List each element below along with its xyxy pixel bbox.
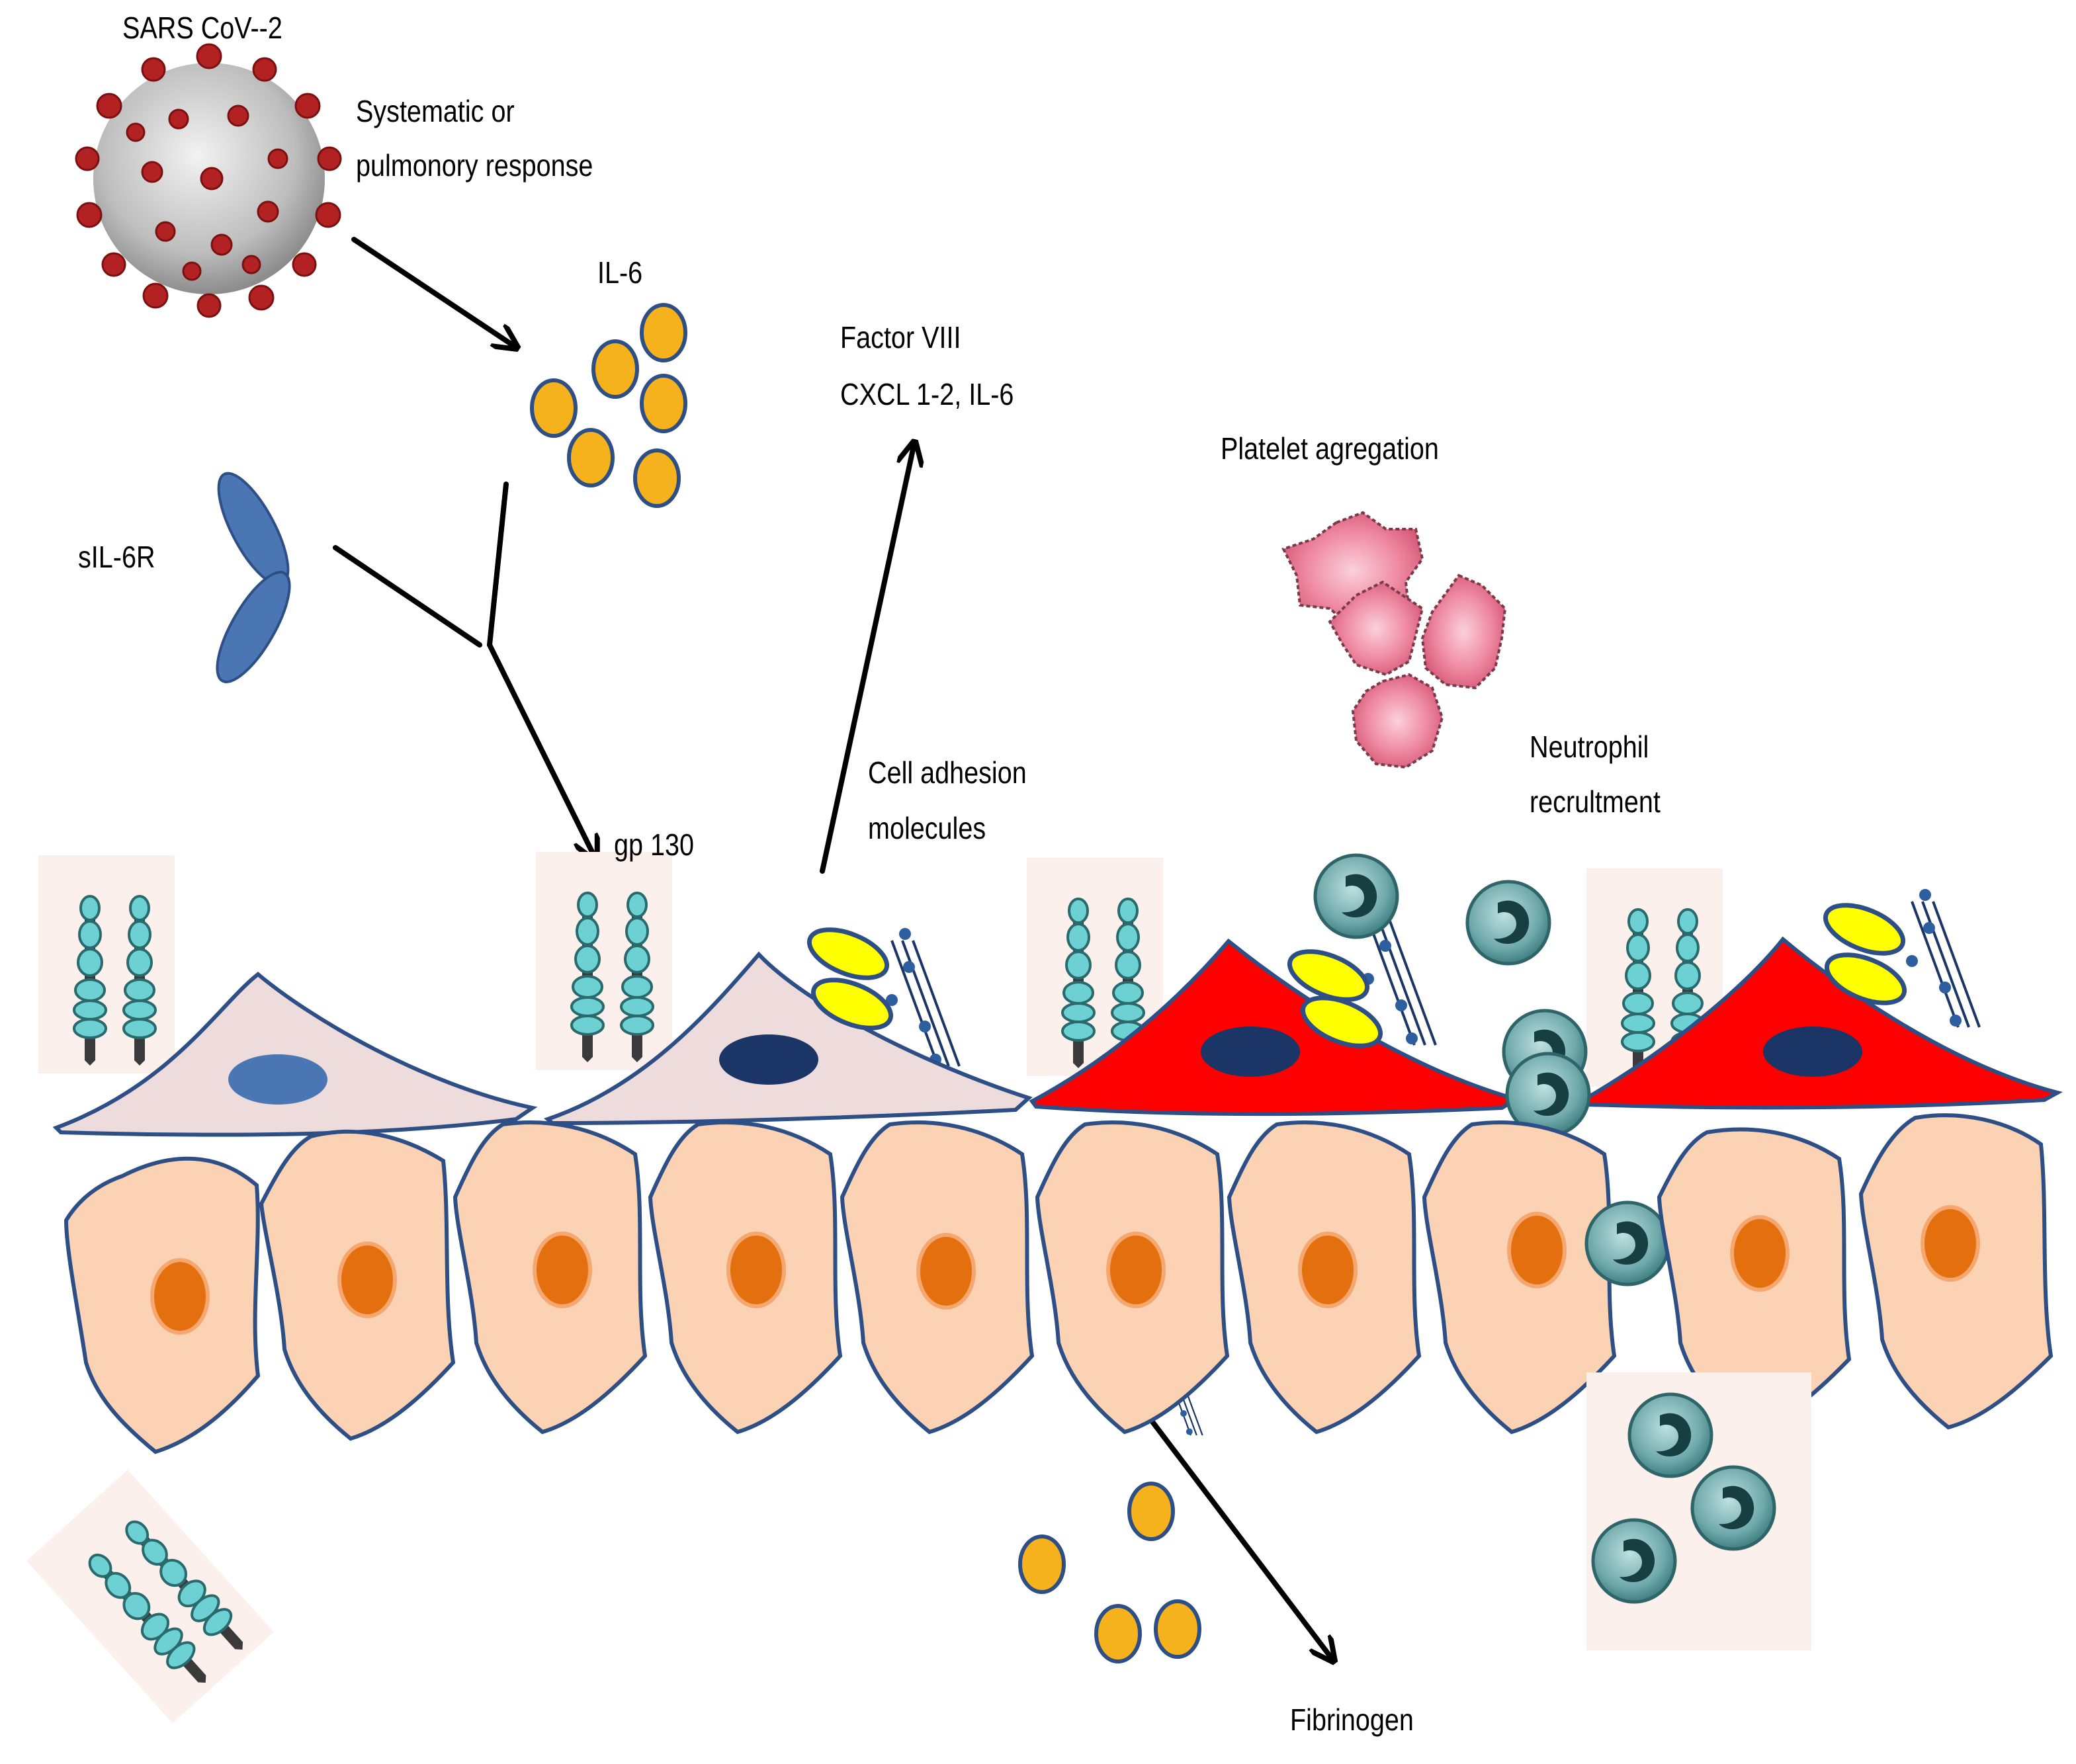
il6-particle xyxy=(1018,1534,1066,1594)
epithelial-nucleus xyxy=(337,1241,397,1318)
label-response-line1: Systematic or xyxy=(356,94,515,128)
epithelial-nucleus xyxy=(150,1258,210,1335)
il6-particle xyxy=(567,428,615,487)
neutrophil xyxy=(1586,1202,1668,1284)
adhesion-molecule-oval xyxy=(1823,903,1906,956)
epithelial-nucleus xyxy=(916,1233,976,1310)
adhesion-molecule-icon xyxy=(1905,888,1981,1029)
label-il6: IL-6 xyxy=(597,255,643,290)
sars-cov-2-virus-icon xyxy=(75,43,342,318)
label-factor-viii: Factor VIII xyxy=(840,320,961,355)
gp130-receptor-icon xyxy=(25,1468,275,1725)
epithelial-nucleus xyxy=(1507,1212,1567,1288)
platelet xyxy=(1351,673,1444,769)
sil6r-receptor-icon xyxy=(216,472,291,683)
label-recruitment: recrultment xyxy=(1530,784,1661,819)
label-sil6r: sIL-6R xyxy=(78,540,155,574)
il6-particle xyxy=(633,448,681,508)
neutrophil xyxy=(1692,1467,1774,1549)
epithelial-nucleus xyxy=(1298,1232,1358,1308)
neutrophil xyxy=(1315,855,1397,937)
arrow-to-factor-viii xyxy=(820,443,914,874)
label-platelet-aggregation: Platelet agregation xyxy=(1221,431,1439,466)
epithelial-nucleus xyxy=(1106,1232,1166,1308)
endothelial-cell-activated xyxy=(1029,938,1522,1116)
platelet xyxy=(1420,573,1507,690)
il6-particle xyxy=(640,374,687,433)
platelet xyxy=(1328,580,1424,677)
epithelial-nucleus xyxy=(726,1232,786,1308)
label-cxcl-il6: CXCL 1-2, IL-6 xyxy=(840,377,1014,411)
epithelial-nucleus xyxy=(1730,1215,1790,1292)
il6-cluster xyxy=(530,303,687,508)
arrow-junction-to-gp130 xyxy=(487,642,595,859)
arrow-virus-to-il6 xyxy=(351,237,516,347)
endothelial-cell-resting xyxy=(544,951,1033,1126)
adhesion-molecule-oval xyxy=(810,978,894,1030)
platelet-aggregate xyxy=(1281,511,1507,769)
endothelial-cell-resting xyxy=(52,972,538,1137)
il6-particle xyxy=(640,303,687,362)
gp130-receptor-icon xyxy=(535,851,673,1071)
neutrophil xyxy=(1629,1394,1711,1476)
il6-particle xyxy=(591,339,639,399)
il6-particle xyxy=(1154,1599,1201,1659)
neutrophil xyxy=(1467,882,1549,964)
label-sars-cov-2: SARS CoV--2 xyxy=(122,11,282,45)
epithelial-nucleus xyxy=(533,1232,592,1308)
label-neutrophil: Neutrophil xyxy=(1530,730,1649,764)
label-response-line2: pulmonory response xyxy=(356,148,593,183)
label-cell-adhesion: Cell adhesion xyxy=(868,755,1027,790)
gp130-receptor-icon xyxy=(37,854,176,1075)
epithelial-nucleus xyxy=(1921,1205,1980,1282)
arrow-to-fibrinogen xyxy=(1148,1417,1333,1660)
line-il6-to-junction xyxy=(487,482,509,648)
neutrophil xyxy=(1593,1520,1675,1602)
label-gp130: gp 130 xyxy=(614,827,695,862)
line-sil6r-to-junction xyxy=(333,545,482,648)
il6-particle xyxy=(530,378,578,438)
adhesion-molecule-oval xyxy=(1300,995,1383,1048)
il6-particle xyxy=(1094,1604,1142,1663)
adhesion-molecule-oval xyxy=(806,927,890,980)
label-fibrinogen: Fibrinogen xyxy=(1290,1702,1414,1737)
endothelial-cell-activated xyxy=(1581,936,2063,1110)
adhesion-molecule-oval xyxy=(1287,949,1370,1002)
label-molecules: molecules xyxy=(868,811,986,845)
adhesion-molecule-oval xyxy=(1824,952,1907,1005)
il6-particle xyxy=(1127,1482,1175,1541)
